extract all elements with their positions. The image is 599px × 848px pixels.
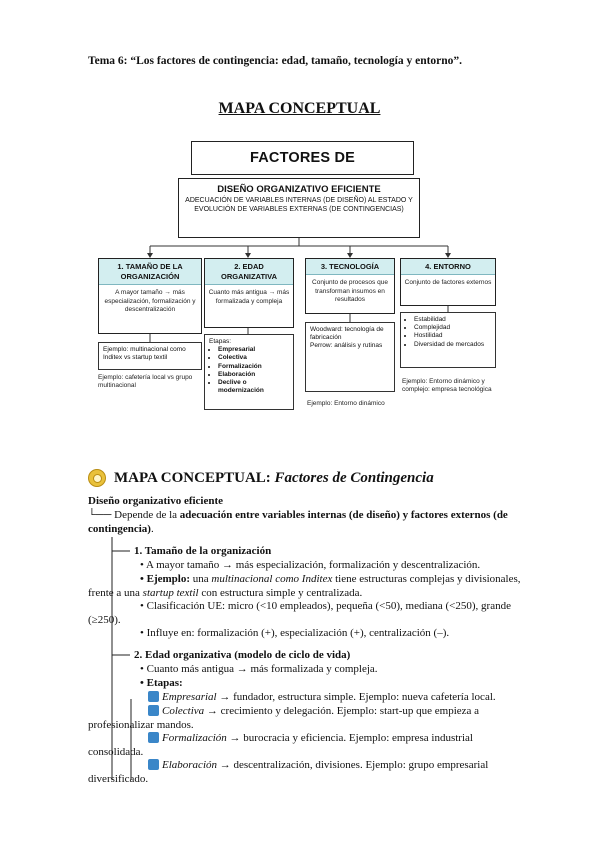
text: tiene estructuras complejas y divisional…	[88, 573, 521, 599]
list-item: Empresarial	[218, 346, 289, 354]
column-body: A mayor tamaño → más especialización, fo…	[104, 289, 196, 313]
etapa-item: 4Elaboración → descentralización, divisi…	[88, 759, 528, 786]
gear-icon	[88, 469, 106, 487]
column-example: Ejemplo: Entorno dinámico	[307, 400, 385, 407]
italic-text: startup textil	[142, 586, 199, 599]
diseno-box: DISEÑO ORGANIZATIVO EFICIENTE ADECUACIÓN…	[178, 178, 420, 238]
tamano-bullet: • A mayor tamaño → más especialización, …	[140, 559, 481, 571]
number-badge-icon: 1	[148, 691, 212, 702]
diseno-heading: Diseño organizativo eficiente	[88, 495, 224, 507]
etapa-name: Empresarial	[162, 691, 217, 703]
tamano-bullet: • Clasificación UE: micro (<10 empleados…	[88, 600, 511, 626]
italic-text: multinacional como Inditex	[211, 573, 333, 585]
etapa-item: 3Formalización → burocracia y eficiencia…	[88, 732, 528, 759]
etapa-item: 1Empresarial → fundador, estructura simp…	[88, 691, 528, 705]
diseno-description: ADECUACIÓN DE VARIABLES INTERNAS (DE DIS…	[185, 197, 413, 213]
number-badge-icon: 2	[148, 705, 212, 716]
column-header: 2. EDAD ORGANIZATIVA	[205, 259, 293, 285]
column-tecnologia: 3. TECNOLOGÍA Conjunto de procesos que t…	[305, 258, 395, 314]
list-item: Formalización	[218, 363, 289, 371]
ejemplo-label: • Ejemplo:	[140, 573, 190, 585]
diseno-title: DISEÑO ORGANIZATIVO EFICIENTE	[217, 184, 381, 195]
diseno-line: └── Depende de la adecuación entre varia…	[88, 509, 518, 536]
section-title: MAPA CONCEPTUAL: Factores de Contingenci…	[114, 470, 434, 487]
column-subbox: Ejemplo: multinacional como Inditex vs s…	[98, 342, 202, 370]
section-title-italic: Factores de Contingencia	[274, 470, 434, 486]
section-title-plain: MAPA CONCEPTUAL:	[114, 470, 271, 486]
list-item: Complejidad	[414, 324, 491, 332]
list-item: Diversidad de mercados	[414, 341, 491, 349]
edad-bullet: • Etapas:	[140, 677, 183, 689]
etapa-name: Elaboración	[162, 759, 217, 771]
column-example: Ejemplo: cafetería local vs grupo multin…	[98, 374, 193, 390]
number-badge-icon: 4	[148, 759, 212, 770]
document-title: Tema 6: “Los factores de contingencia: e…	[88, 55, 463, 67]
diseno-line-end: .	[150, 522, 154, 535]
tamano-heading: 1. Tamaño de la organización	[134, 545, 272, 557]
tamano-bullet: • Ejemplo: una multinacional como Indite…	[88, 573, 528, 600]
etapa-text: → fundador, estructura simple. Ejemplo: …	[219, 691, 496, 703]
etapa-name: Formalización	[162, 732, 227, 744]
map-heading: MAPA CONCEPTUAL	[218, 100, 381, 117]
list-item: Estabilidad	[414, 316, 491, 324]
text: una	[192, 573, 209, 585]
etapa-text: → crecimiento y delegación. Ejemplo: sta…	[88, 705, 480, 731]
list-item: Declive o modernización	[218, 379, 289, 395]
column-header: 3. TECNOLOGÍA	[306, 259, 394, 275]
text: con estructura simple y centralizada.	[201, 586, 363, 599]
diseno-line-bold: adecuación entre variables internas (de …	[88, 509, 508, 535]
column-body: Conjunto de factores externos	[404, 279, 492, 286]
column-entorno: 4. ENTORNO Conjunto de factores externos	[400, 258, 496, 306]
list-item: Woodward: tecnología de fabricación	[310, 326, 384, 342]
column-header: 1. TAMAÑO DE LA ORGANIZACIÓN	[99, 259, 201, 285]
diagram-connectors	[147, 238, 451, 342]
column-subbox: Estabilidad Complejidad Hostilidad Diver…	[400, 312, 496, 368]
column-tamano: 1. TAMAÑO DE LA ORGANIZACIÓN A mayor tam…	[98, 258, 202, 334]
column-header: 4. ENTORNO	[401, 259, 495, 275]
diseno-line-text: └── Depende de la	[88, 509, 178, 521]
etapa-text: → burocracia y eficiencia. Ejemplo: empr…	[88, 732, 473, 758]
etapa-text: → descentralización, divisiones. Ejemplo…	[88, 759, 489, 785]
column-subbox: Etapas: Empresarial Colectiva Formalizac…	[204, 334, 294, 410]
list-item: Elaboración	[218, 371, 289, 379]
edad-heading: 2. Edad organizativa (modelo de ciclo de…	[134, 649, 351, 661]
etapas-label: Etapas:	[209, 338, 232, 345]
number-badge-icon: 3	[148, 732, 212, 743]
list-item: Hostilidad	[414, 332, 491, 340]
etapa-name: Colectiva	[162, 705, 205, 717]
column-subbox: Woodward: tecnología de fabricación Perr…	[305, 322, 395, 392]
column-example: Ejemplo: Entorno dinámico y complejo: em…	[402, 378, 492, 394]
list-item: Colectiva	[218, 354, 289, 362]
column-body: Cuanto más antigua → más formalizada y c…	[208, 289, 290, 305]
tamano-bullet: • Influye en: formalización (+), especia…	[140, 627, 450, 639]
edad-bullet: • Cuanto más antigua → más formalizada y…	[140, 663, 378, 675]
list-item: Perrow: análisis y rutinas	[310, 342, 383, 350]
column-edad: 2. EDAD ORGANIZATIVA Cuanto más antigua …	[204, 258, 294, 328]
column-body: Conjunto de procesos que transforman ins…	[312, 279, 388, 303]
etapa-item: 2Colectiva → crecimiento y delegación. E…	[88, 705, 528, 732]
